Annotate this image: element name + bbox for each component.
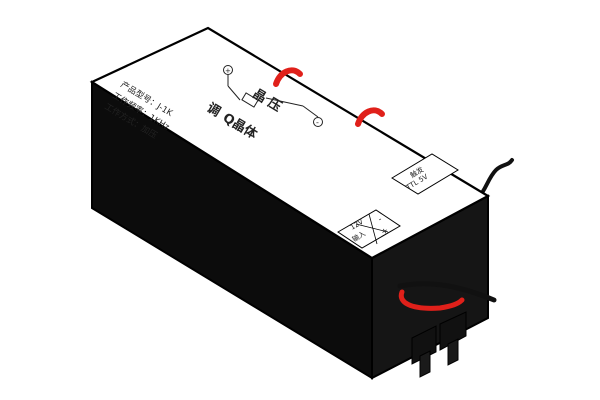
- minus-symbol: -: [316, 118, 319, 127]
- plus-symbol: +: [225, 67, 231, 75]
- minus-terminal-icon: [313, 117, 323, 127]
- plus-terminal-icon: [223, 65, 233, 75]
- ttl-label: 触发 TTL 5V: [391, 153, 459, 195]
- connector-block: [411, 311, 467, 378]
- power-minus: -: [376, 214, 383, 223]
- power-cable-black: [397, 281, 497, 303]
- power-cable-red: [398, 289, 465, 311]
- device-top-face: [89, 26, 491, 260]
- power-label: 12V 输入 - +: [337, 209, 401, 249]
- ttl-cable: [476, 158, 514, 200]
- red-terminal-right: [355, 107, 385, 127]
- crystal-diagram: [223, 65, 323, 127]
- red-terminal-left: [273, 67, 303, 87]
- power-plus: +: [379, 226, 389, 237]
- crystal-symbol-icon: [241, 92, 259, 108]
